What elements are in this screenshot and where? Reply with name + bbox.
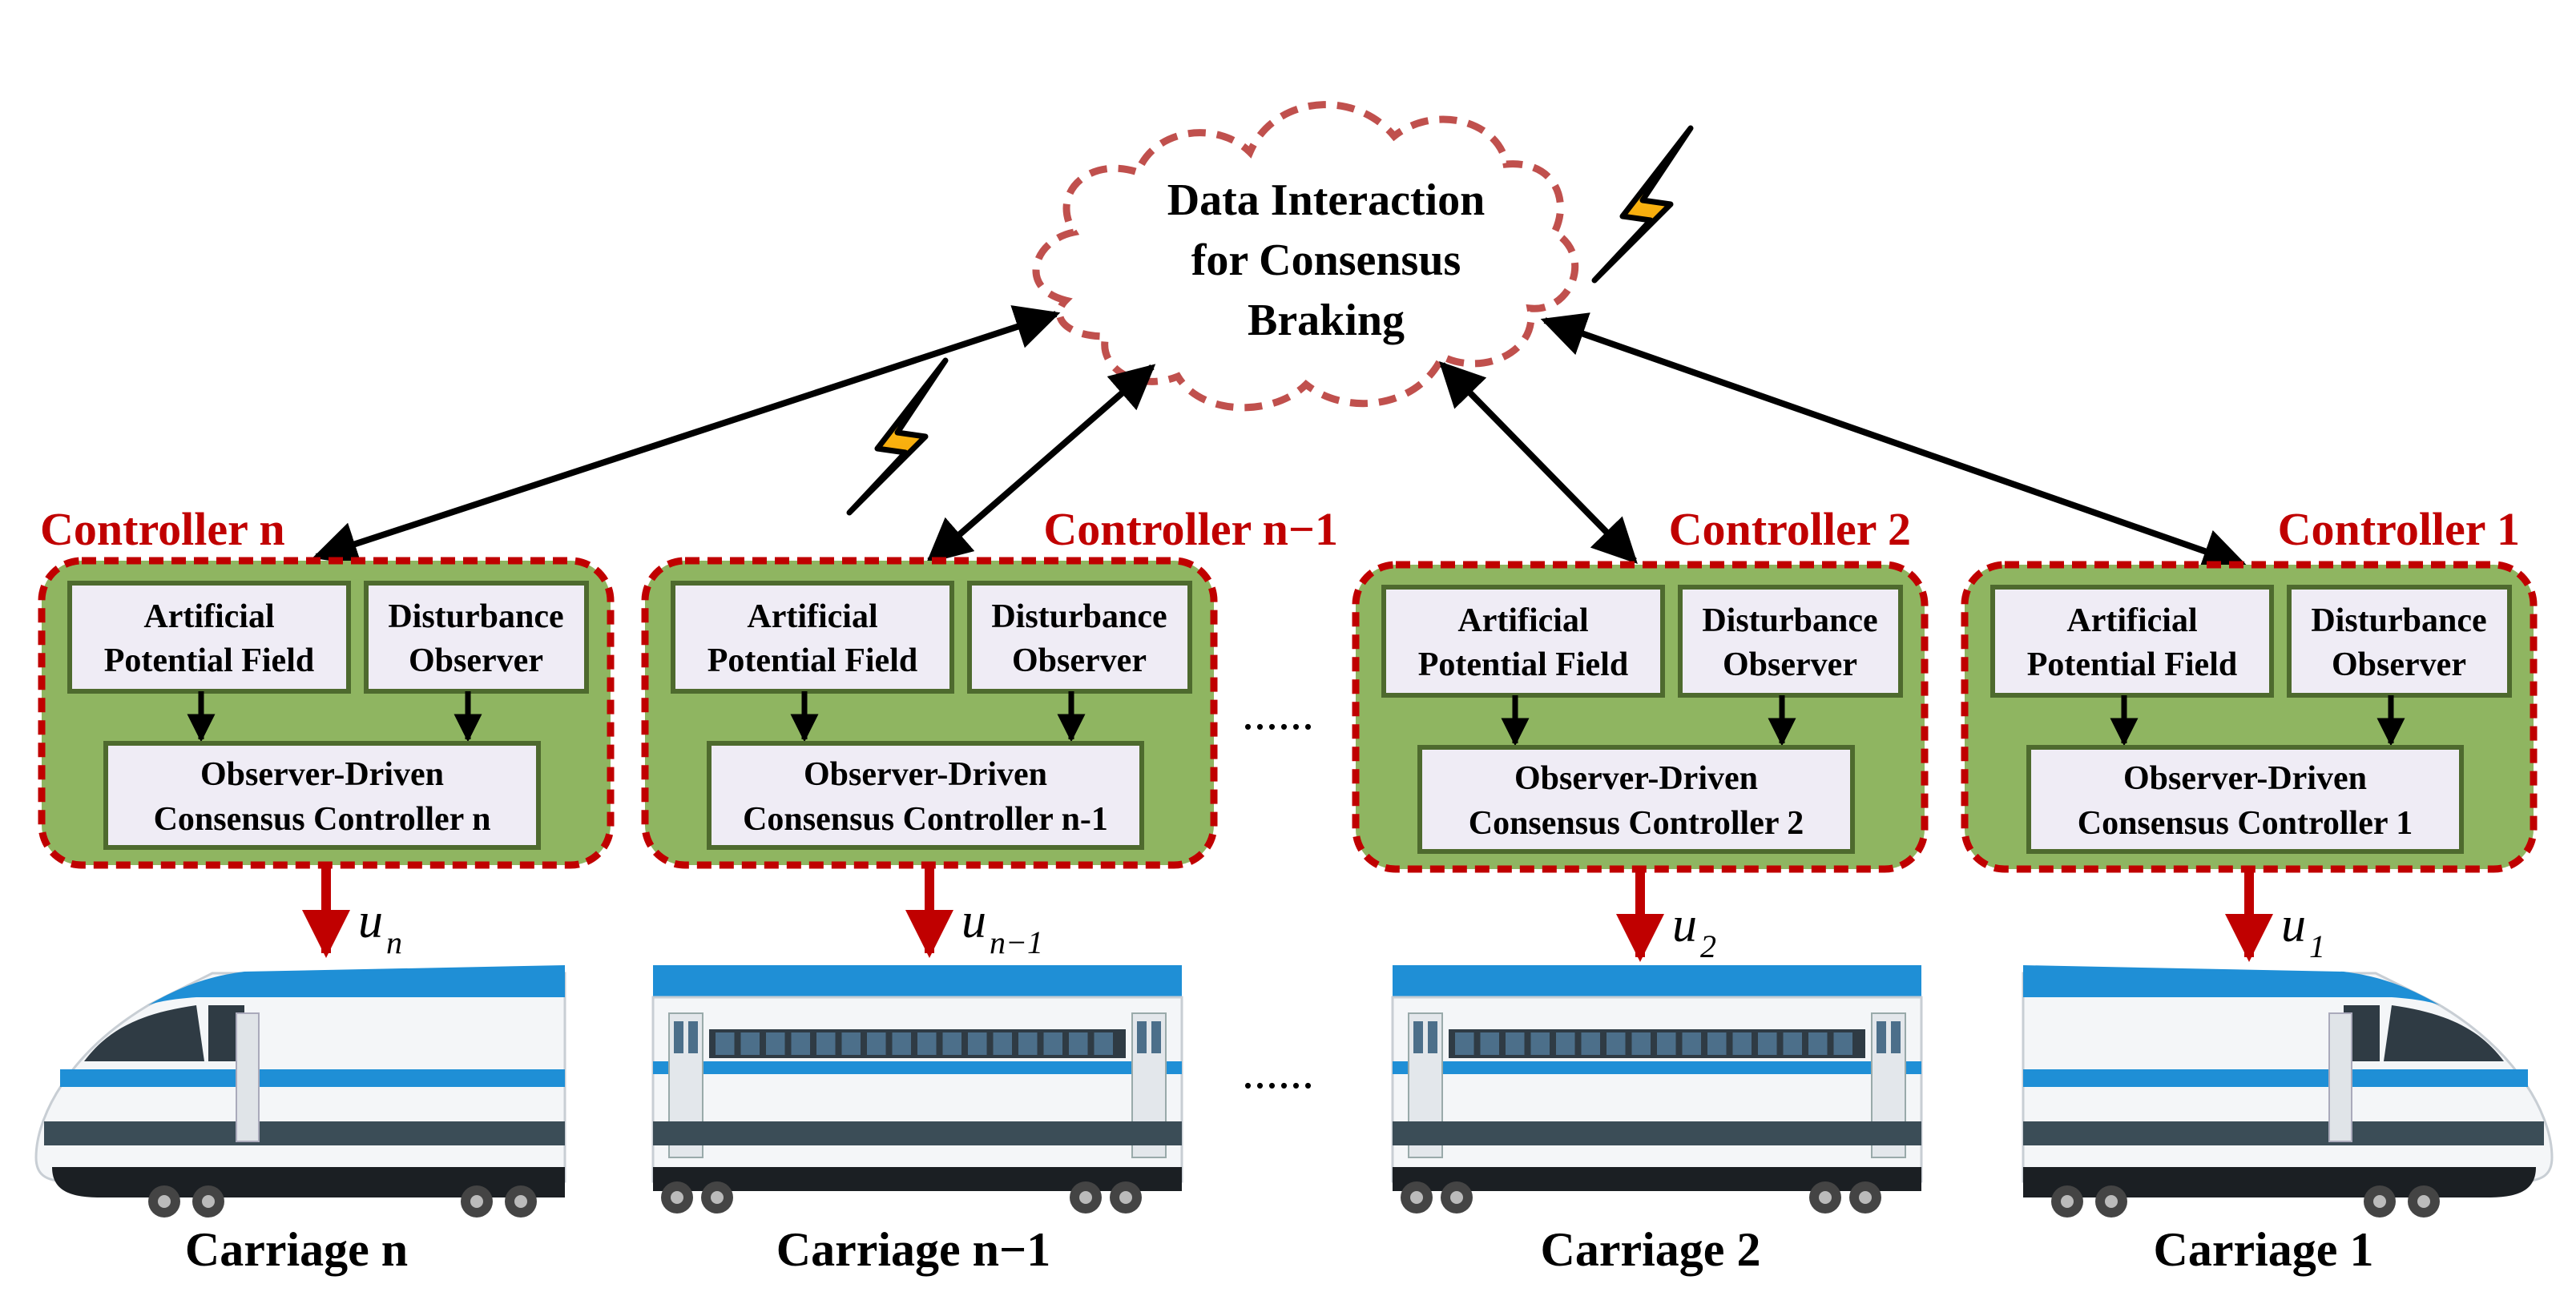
odc-text: Observer-Driven [1514, 760, 1758, 797]
apf-text: Potential Field [104, 642, 314, 679]
do-text: Disturbance [2311, 602, 2486, 639]
locomotive-graphic [2022, 965, 2554, 1218]
carriages-ellipsis: ...... [1242, 1045, 1314, 1098]
odc-text: Observer-Driven [804, 756, 1047, 793]
controller-label: Controller n−1 [1043, 503, 1338, 555]
coach-graphic [651, 965, 1183, 1214]
apf-box [671, 581, 954, 694]
disturbance-observer-box [2287, 585, 2512, 698]
do-text: Observer [1012, 642, 1147, 679]
odc-text: Consensus Controller 2 [1469, 805, 1804, 842]
control-input-label: u [2281, 898, 2306, 952]
consensus-controller-box [707, 741, 1144, 850]
controller-label: Controller n [40, 503, 285, 555]
disturbance-observer-box [364, 581, 589, 694]
do-text: Disturbance [388, 598, 563, 635]
cloud-text-line1: Data Interaction [1167, 175, 1486, 225]
carriage-label: Carriage 2 [1541, 1223, 1761, 1276]
apf-text: Artificial [1457, 602, 1588, 639]
apf-box [1990, 585, 2274, 698]
lightning-icon [1591, 125, 1694, 284]
link-controller-n-1 [925, 364, 1156, 564]
carriage-label: Carriage 1 [2154, 1223, 2374, 1276]
do-text: Disturbance [1702, 602, 1877, 639]
odc-text: Observer-Driven [200, 756, 444, 793]
control-input-subscript: n [386, 924, 402, 960]
consensus-controller-box [103, 741, 541, 850]
odc-text: Consensus Controller n [154, 801, 491, 838]
apf-box [1381, 585, 1665, 698]
apf-text: Artificial [143, 598, 274, 635]
apf-text: Potential Field [2027, 646, 2237, 683]
odc-text: Consensus Controller 1 [2078, 805, 2413, 842]
consensus-controller-box [2026, 745, 2464, 854]
carriage-label: Carriage n [185, 1223, 408, 1276]
link-controller-1 [1540, 312, 2248, 573]
odc-text: Observer-Driven [2123, 760, 2367, 797]
odc-text: Consensus Controller n-1 [743, 801, 1108, 838]
control-input-subscript: 1 [2309, 928, 2325, 964]
coach-graphic [1391, 965, 1923, 1214]
carriage-label: Carriage n−1 [776, 1223, 1050, 1276]
link-controller-2 [1439, 360, 1638, 565]
do-text: Observer [409, 642, 543, 679]
locomotive-graphic [34, 965, 566, 1218]
do-text: Disturbance [991, 598, 1167, 635]
control-input-subscript: 2 [1700, 928, 1716, 964]
apf-text: Artificial [2066, 602, 2197, 639]
data-interaction-cloud: Data Interaction for Consensus Braking [1032, 101, 1579, 412]
cloud-text-line3: Braking [1248, 296, 1405, 345]
link-controller-n [312, 305, 1061, 566]
control-input-label: u [961, 894, 986, 948]
control-input-subscript: n−1 [990, 924, 1043, 960]
do-text: Observer [1723, 646, 1857, 683]
apf-text: Potential Field [707, 642, 917, 679]
control-input-label: u [1672, 898, 1697, 952]
do-text: Observer [2332, 646, 2466, 683]
controller-label: Controller 1 [2278, 503, 2520, 555]
disturbance-observer-box [967, 581, 1192, 694]
apf-text: Artificial [747, 598, 877, 635]
controllers-ellipsis: ...... [1242, 686, 1314, 739]
lightning-icon [846, 357, 949, 516]
apf-text: Potential Field [1418, 646, 1628, 683]
communication-links [312, 305, 2248, 573]
controller-label: Controller 2 [1669, 503, 1911, 555]
disturbance-observer-box [1678, 585, 1903, 698]
control-input-label: u [358, 894, 383, 948]
consensus-controller-box [1417, 745, 1855, 854]
cloud-text-line2: for Consensus [1191, 235, 1461, 285]
apf-box [67, 581, 351, 694]
